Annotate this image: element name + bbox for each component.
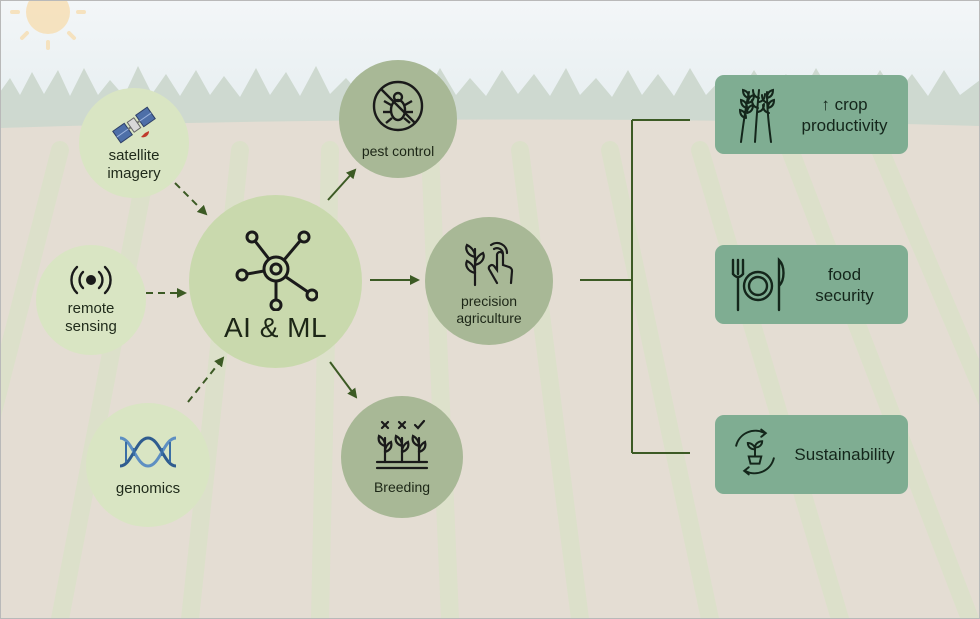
node-ai-ml: AI & ML	[189, 195, 362, 368]
cutlery-icon	[729, 256, 787, 314]
crop-rows	[0, 141, 980, 619]
node-pest-control: pest control	[339, 60, 457, 178]
node-label: remote sensing	[65, 300, 117, 335]
outcome-label: food security	[815, 264, 874, 305]
satellite-icon	[111, 103, 157, 147]
dna-icon	[116, 432, 180, 472]
node-precision-agriculture: precision agriculture	[425, 217, 553, 345]
node-label: precision agriculture	[456, 293, 522, 326]
outcome-label: ↑ crop productivity	[801, 94, 888, 135]
touch-plant-icon	[461, 235, 517, 287]
recycle-plant-icon	[729, 426, 787, 484]
center-label: AI & ML	[223, 311, 328, 343]
signal-icon	[68, 264, 114, 296]
plants-icon	[373, 418, 431, 472]
no-bug-icon	[370, 78, 426, 134]
node-label: pest control	[361, 143, 435, 159]
node-label: Breeding	[373, 479, 431, 495]
node-label: satellite imagery	[107, 147, 161, 182]
wheat-icon	[729, 86, 787, 144]
node-breeding: Breeding	[341, 396, 463, 518]
node-genomics: genomics	[86, 403, 210, 527]
outcome-food-security: food security	[715, 245, 908, 324]
node-label: genomics	[115, 480, 181, 497]
node-satellite-imagery: satellite imagery	[79, 88, 189, 198]
outcome-sustainability: Sustainability	[715, 415, 908, 494]
outcome-crop-productivity: ↑ crop productivity	[715, 75, 908, 154]
sun-icon	[10, 0, 86, 50]
outcome-label: Sustainability	[794, 445, 895, 464]
network-icon	[234, 227, 318, 311]
node-remote-sensing: remote sensing	[36, 245, 146, 355]
